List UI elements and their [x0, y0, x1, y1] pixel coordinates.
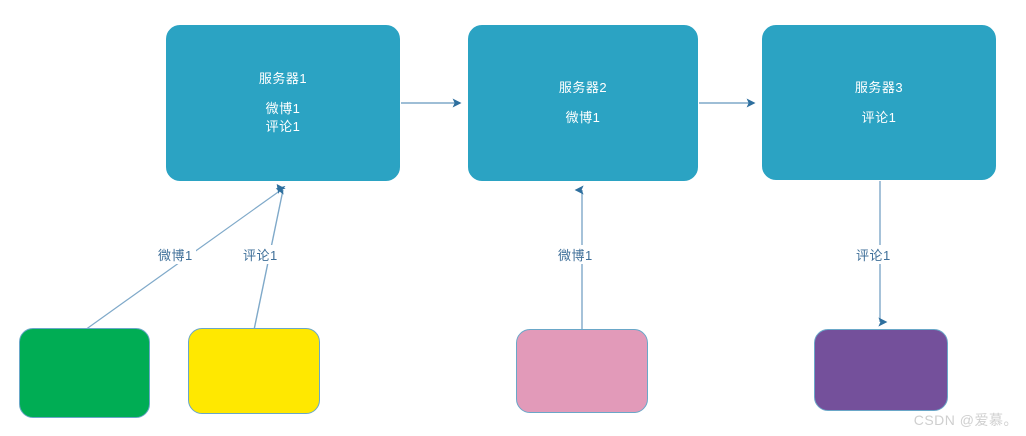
- edge-label-yellow-to-server1: 评论1: [240, 245, 281, 264]
- server-1-item-1: 评论1: [265, 119, 301, 134]
- server-3-item-0: 评论1: [861, 109, 897, 125]
- node-client-purple[interactable]: [814, 329, 948, 411]
- server-2-title: 服务器2: [558, 80, 608, 95]
- node-client-pink[interactable]: [516, 329, 648, 413]
- server-3-title: 服务器3: [854, 79, 904, 95]
- edge-label-green-to-server1: 微博1: [155, 245, 196, 264]
- server-2-item-0: 微博1: [565, 110, 601, 125]
- watermark: CSDN @爱慕。: [913, 412, 1018, 428]
- server-1-item-0: 微博1: [265, 101, 301, 116]
- node-client-green[interactable]: [19, 328, 150, 418]
- node-server-3[interactable]: 服务器3 评论1: [762, 25, 996, 180]
- node-client-yellow[interactable]: [188, 328, 320, 414]
- node-server-1[interactable]: 服务器1 微博1 评论1: [166, 25, 400, 181]
- server-1-title: 服务器1: [258, 71, 308, 86]
- edge-label-server3-to-purple: 评论1: [853, 245, 894, 264]
- node-server-2[interactable]: 服务器2 微博1: [468, 25, 698, 181]
- edge-label-pink-to-server2: 微博1: [555, 245, 596, 264]
